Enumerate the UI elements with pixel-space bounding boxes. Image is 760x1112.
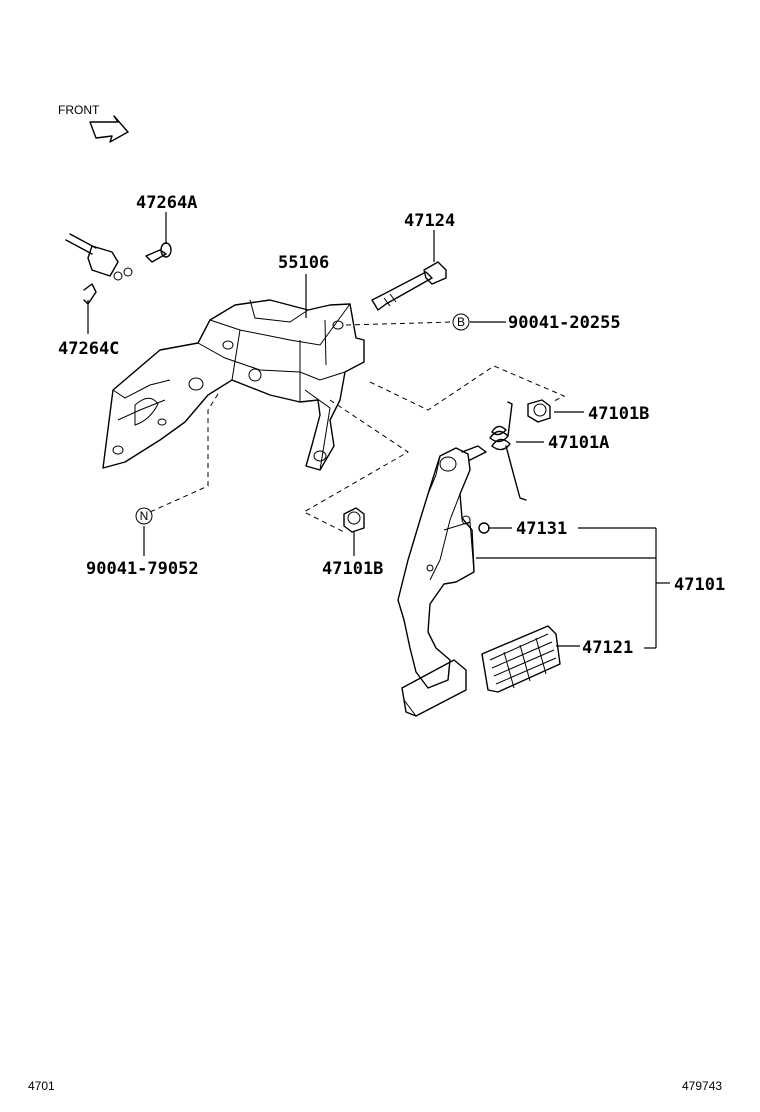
label-90041-79052: 90041-79052: [86, 559, 199, 579]
leader-lines: [87, 212, 670, 649]
bushing-lower: [343, 507, 365, 533]
pedal-pad: [481, 625, 561, 693]
front-arrow-icon: [89, 115, 129, 143]
dashed-connections: [149, 321, 566, 533]
label-47101b-lower: 47101B: [322, 559, 383, 579]
footer-right-code: 479743: [682, 1079, 722, 1093]
marker-b: B: [452, 313, 470, 331]
label-47264c: 47264C: [58, 339, 119, 359]
pivot-bolt: [371, 261, 447, 311]
front-label: FRONT: [58, 103, 100, 117]
clevis-pin-assembly: [65, 233, 172, 305]
label-47101b-upper: 47101B: [588, 404, 649, 424]
label-47101a: 47101A: [548, 433, 609, 453]
label-55106: 55106: [278, 253, 329, 273]
pedal-bracket: [102, 299, 365, 471]
label-47121: 47121: [582, 638, 633, 658]
marker-b-letter: B: [457, 315, 465, 329]
footer-left-code: 4701: [28, 1079, 55, 1093]
label-47264a: 47264A: [136, 193, 197, 213]
pedal-lever: [397, 445, 487, 717]
label-47101: 47101: [674, 575, 725, 595]
label-47124: 47124: [404, 211, 455, 231]
label-47131: 47131: [516, 519, 567, 539]
marker-n: N: [135, 507, 153, 525]
marker-n-letter: N: [140, 509, 149, 523]
return-spring: [489, 401, 527, 501]
bushing-upper: [527, 399, 551, 423]
stopper: [461, 515, 490, 534]
label-90041-20255: 90041-20255: [508, 313, 621, 333]
